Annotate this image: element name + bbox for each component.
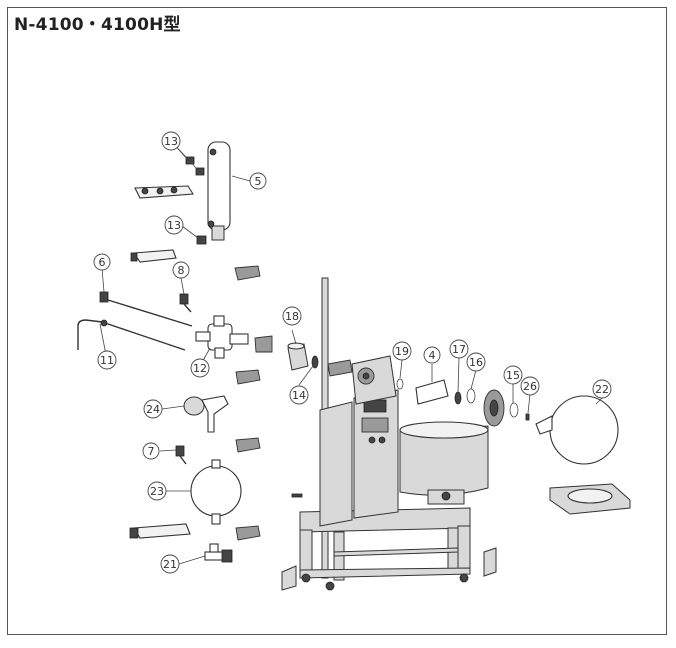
clamp-d [235, 525, 261, 541]
clamp-f [327, 359, 353, 377]
part-17-seal [454, 391, 462, 405]
small-bolt-marks [291, 493, 303, 498]
callout-13-top: 13 [161, 131, 181, 151]
callout-26: 26 [520, 376, 540, 396]
clamp-bottom [129, 523, 191, 539]
part-24-trap [183, 395, 229, 433]
svg-text:16: 16 [469, 356, 483, 369]
svg-text:17: 17 [452, 343, 466, 356]
svg-text:15: 15 [506, 369, 520, 382]
callout-24: 24 [143, 399, 163, 419]
callout-11: 11 [97, 350, 117, 370]
callout-6: 6 [93, 253, 111, 271]
svg-text:6: 6 [99, 256, 106, 269]
svg-text:18: 18 [285, 310, 299, 323]
svg-text:21: 21 [163, 558, 177, 571]
part-18-ring [287, 342, 309, 371]
svg-text:12: 12 [193, 362, 207, 375]
clamp-top [134, 185, 194, 199]
callout-16: 16 [466, 352, 486, 372]
svg-text:26: 26 [523, 380, 537, 393]
svg-text:13: 13 [167, 219, 181, 232]
svg-text:22: 22 [595, 383, 609, 396]
callout-18: 18 [282, 306, 302, 326]
callout-5: 5 [249, 172, 267, 190]
callout-15: 15 [503, 365, 523, 385]
callout-22: 22 [592, 379, 612, 399]
callout-17: 17 [449, 339, 469, 359]
callout-19: 19 [392, 341, 412, 361]
diagram-frame [7, 7, 667, 635]
svg-text:8: 8 [178, 264, 185, 277]
svg-text:23: 23 [150, 485, 164, 498]
callout-23: 23 [147, 481, 167, 501]
part-11-tube [77, 319, 186, 351]
callout-21: 21 [160, 554, 180, 574]
callout-14: 14 [289, 385, 309, 405]
svg-text:5: 5 [255, 175, 262, 188]
part-13-fitting-top [185, 156, 205, 176]
svg-text:19: 19 [395, 345, 409, 358]
clamp-b [235, 369, 261, 385]
callout-4: 4 [423, 346, 441, 364]
part-5-condenser [207, 141, 231, 241]
diagram-title: N-4100・4100H型 [14, 15, 181, 35]
part-7-valve [175, 445, 187, 465]
part-6-rod [99, 291, 193, 327]
clamp-upper [130, 249, 177, 263]
flask-stand [549, 483, 631, 515]
part-8-valve [179, 293, 192, 313]
svg-text:14: 14 [292, 389, 306, 402]
callout-12: 12 [190, 358, 210, 378]
clamp-a [234, 265, 261, 281]
part-21-valve [204, 543, 233, 563]
part-13-fitting-mid [196, 235, 207, 245]
rotor-flange [483, 389, 505, 427]
callout-8: 8 [172, 261, 190, 279]
callout-13-mid: 13 [164, 215, 184, 235]
svg-text:7: 7 [148, 445, 155, 458]
main-unit [281, 277, 497, 591]
part-15-washer [509, 402, 519, 418]
clamp-e [254, 335, 273, 353]
part-4-vapor-tube [415, 379, 449, 405]
svg-text:24: 24 [146, 403, 160, 416]
callout-7: 7 [142, 442, 160, 460]
part-16-ring [466, 388, 476, 404]
clamp-c [235, 437, 261, 453]
part-22-evaporating-flask [535, 395, 619, 465]
svg-text:11: 11 [100, 354, 114, 367]
part-12-vapor-joint [195, 315, 249, 359]
part-19-oring [396, 378, 404, 390]
svg-text:13: 13 [164, 135, 178, 148]
part-23-receiving-flask [190, 459, 242, 525]
part-26-clip [525, 413, 530, 421]
svg-text:4: 4 [429, 349, 436, 362]
part-14-seal [311, 355, 319, 369]
